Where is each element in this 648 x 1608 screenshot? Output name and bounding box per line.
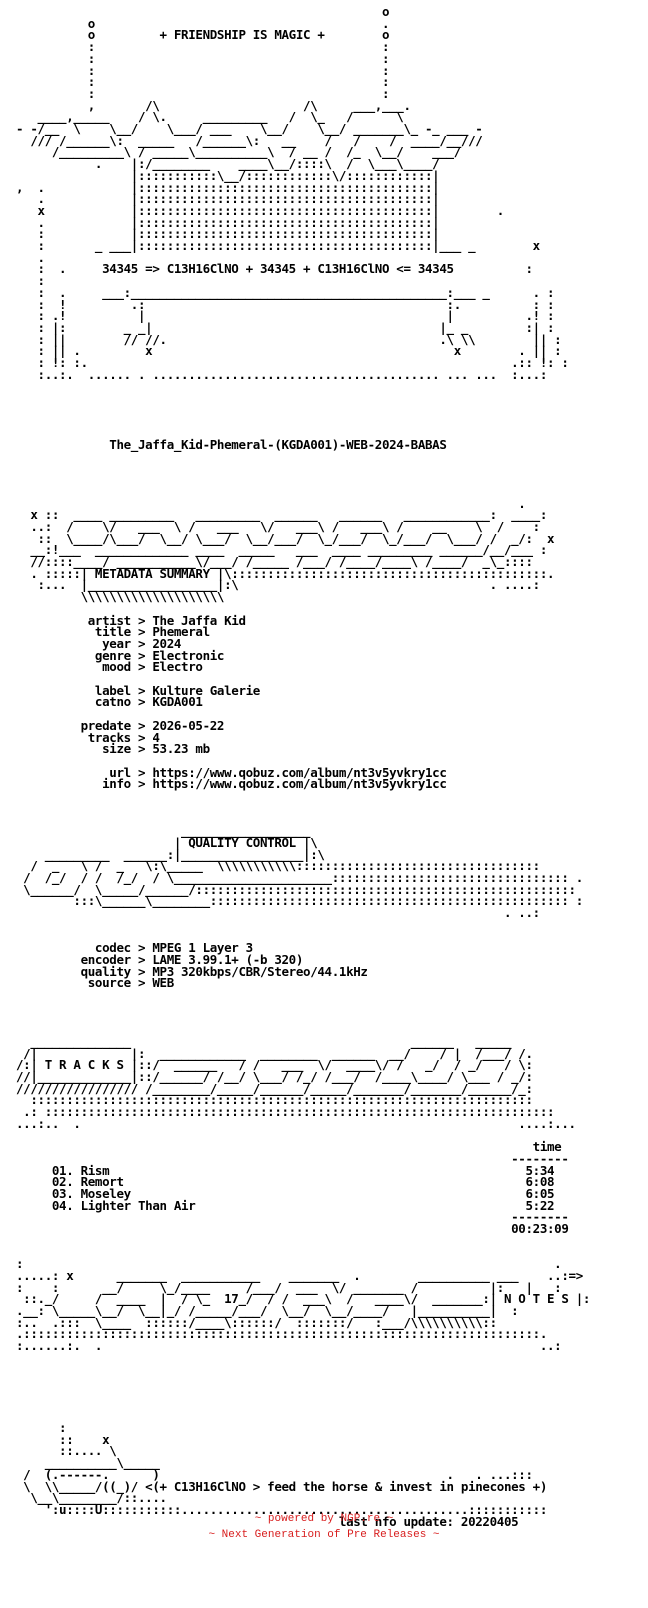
nfo-text: o o . o + FRIENDSHIP IS MAGIC + o : : :: [16, 4, 591, 1529]
footer-tagline: ~ Next Generation of Pre Releases ~: [208, 1529, 440, 1541]
footer-powered-by: ~ powered by NGP.re ~: [254, 1513, 394, 1525]
